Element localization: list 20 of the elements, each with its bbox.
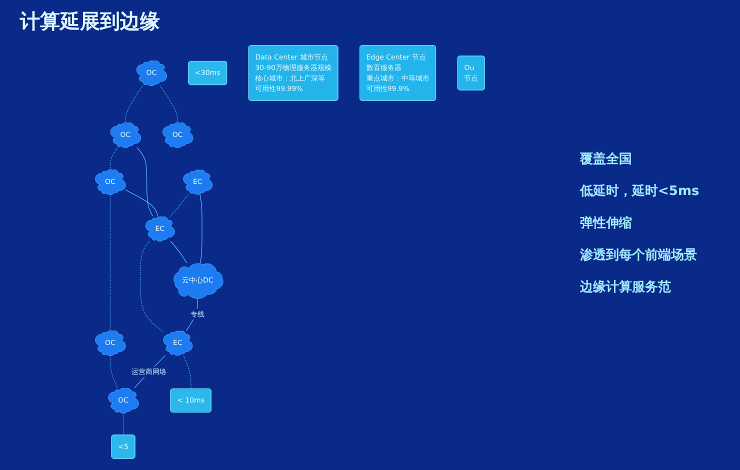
slide-title: 计算延展到边缘 [20, 8, 160, 35]
connector [110, 355, 118, 388]
connector [140, 240, 164, 332]
connector [170, 240, 188, 264]
connector [110, 194, 111, 331]
bullet-text: 弹性伸缩 [580, 214, 633, 232]
connector [110, 147, 118, 170]
bullet-text: 边缘计算服务范 [580, 279, 672, 296]
connector [125, 190, 158, 217]
connector [170, 194, 189, 217]
connector [136, 147, 154, 217]
connector [160, 85, 178, 123]
connector [186, 298, 198, 331]
connector [182, 355, 192, 390]
connector [125, 85, 144, 123]
bullet-text: 渗透到每个前端场景 [580, 247, 698, 264]
connector [122, 412, 124, 436]
bullet-text: 低延时，延时<5ms [580, 183, 700, 200]
bullet-text: 覆盖全国 [580, 150, 633, 168]
connector [200, 194, 202, 264]
